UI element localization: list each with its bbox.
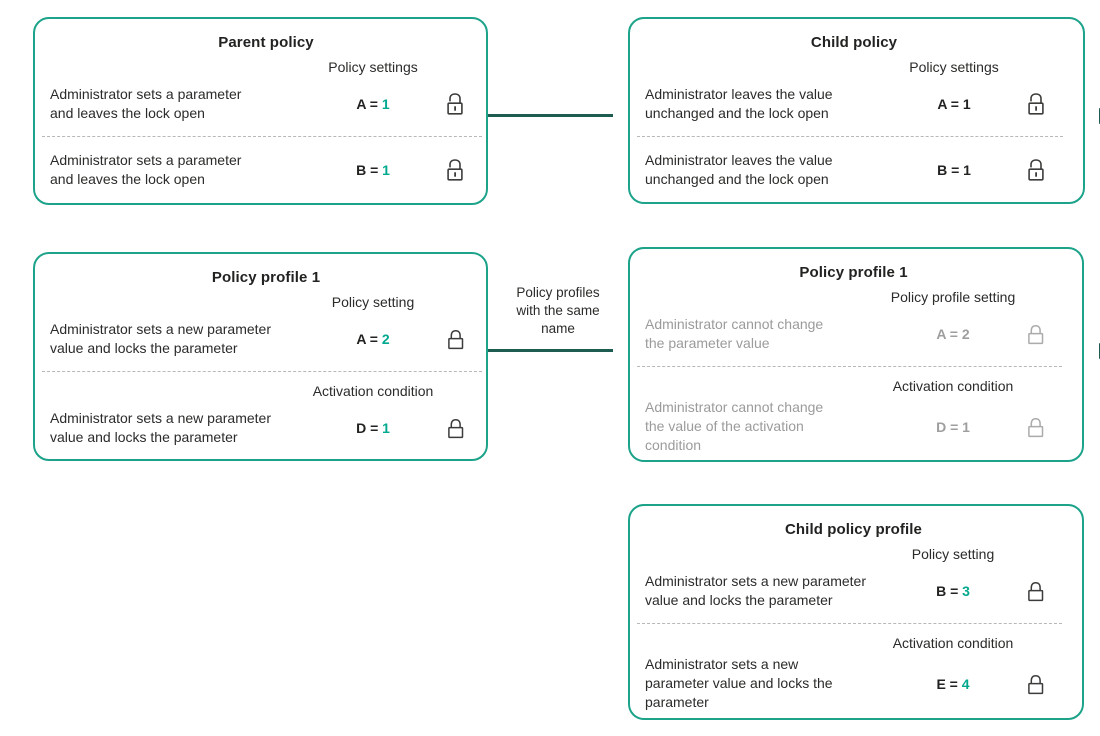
row-description: Administrator sets a new parameter value…	[645, 572, 866, 608]
activation-header: Activation condition	[312, 383, 434, 399]
row-description: Administrator sets a new parameter value…	[50, 409, 271, 445]
parameter-value: D = 1	[356, 419, 390, 436]
activation-header-row: Activation condition	[645, 375, 1062, 397]
policy-row: Administrator sets a parameter and leave…	[50, 145, 482, 194]
activation-header-row: Activation condition	[645, 632, 1062, 654]
policy-profile-1-inherited-box: Policy profile 1 Policy profile setting …	[628, 247, 1084, 462]
open-lock-icon	[1009, 157, 1063, 183]
settings-header-row: Policy profile setting	[645, 286, 1062, 308]
parameter-number: 2	[961, 325, 970, 342]
activation-header: Activation condition	[892, 635, 1014, 651]
row-description: Administrator sets a parameter and leave…	[50, 151, 242, 187]
box-title: Policy profile 1	[211, 269, 321, 286]
open-lock-icon	[428, 91, 482, 117]
settings-header-row: Policy setting	[50, 291, 482, 313]
settings-header-row: Policy settings	[645, 56, 1063, 78]
open-lock-icon	[428, 157, 482, 183]
closed-lock-icon	[428, 416, 482, 440]
closed-lock-icon	[1008, 415, 1062, 439]
dashed-divider	[42, 371, 482, 372]
policy-row: Administrator sets a parameter and leave…	[50, 79, 482, 128]
row-description: Administrator cannot change the value of…	[645, 399, 824, 453]
child-policy-profile-box: Child policy profile Policy setting Admi…	[628, 504, 1084, 720]
settings-header-row: Policy settings	[50, 56, 482, 78]
policy-row: Administrator leaves the value unchanged…	[645, 79, 1063, 128]
policy-profile-1-box: Policy profile 1 Policy setting Administ…	[33, 252, 488, 461]
activation-header-row: Activation condition	[50, 380, 482, 402]
closed-lock-icon	[428, 327, 482, 351]
activation-header: Activation condition	[892, 378, 1014, 394]
parameter-number: 3	[962, 582, 970, 599]
parameter-value: D = 1	[936, 418, 970, 435]
parameter-number: 1	[381, 95, 390, 112]
settings-header: Policy settings	[909, 59, 999, 75]
settings-header: Policy settings	[328, 59, 418, 75]
parameter-value: A = 1	[356, 95, 390, 112]
parameter-value: A = 1	[937, 95, 971, 112]
policy-row: Administrator sets a new parameter value…	[645, 566, 1062, 615]
policy-row: Administrator sets a new parameter value…	[50, 314, 482, 363]
parameter-number: 1	[382, 419, 390, 436]
parameter-value: A = 2	[936, 325, 970, 342]
box-title: Parent policy	[218, 34, 314, 51]
arrow-label: Policy profiles with the same name	[516, 285, 600, 336]
profile-inheritance-arrow	[488, 342, 1100, 359]
parameter-number: 1	[962, 95, 971, 112]
parameter-number: 1	[963, 161, 971, 178]
box-title: Policy profile 1	[799, 264, 908, 281]
row-description: Administrator sets a new parameter value…	[645, 656, 833, 710]
closed-lock-icon	[1008, 579, 1062, 603]
row-description: Administrator leaves the value unchanged…	[645, 85, 833, 121]
parent-policy-box: Parent policy Policy settings Administra…	[33, 17, 488, 205]
parameter-value: E = 4	[936, 675, 970, 692]
row-description: Administrator sets a parameter and leave…	[50, 85, 242, 121]
closed-lock-icon	[1008, 672, 1062, 696]
dashed-divider	[42, 136, 482, 137]
parameter-value: B = 1	[937, 161, 971, 178]
row-description: Administrator sets a new parameter value…	[50, 320, 271, 356]
box-title: Child policy profile	[784, 521, 922, 538]
parameter-number: 2	[381, 330, 390, 347]
settings-header: Policy setting	[331, 294, 415, 310]
parameter-value: B = 1	[356, 161, 390, 178]
row-description: Administrator leaves the value unchanged…	[645, 151, 833, 187]
settings-header: Policy profile setting	[890, 289, 1016, 305]
child-policy-box: Child policy Policy settings Administrat…	[628, 17, 1085, 204]
row-description: Administrator cannot change the paramete…	[645, 315, 824, 351]
parameter-value: A = 2	[356, 330, 390, 347]
policy-row: Administrator cannot change the value of…	[645, 398, 1062, 455]
closed-lock-icon	[1008, 322, 1062, 346]
settings-header-row: Policy setting	[645, 543, 1062, 565]
parameter-number: 1	[962, 418, 970, 435]
settings-header: Policy setting	[911, 546, 995, 562]
dashed-divider	[637, 623, 1062, 624]
policy-row: Administrator sets a new parameter value…	[645, 655, 1062, 712]
policy-row: Administrator sets a new parameter value…	[50, 403, 482, 452]
parameter-number: 1	[382, 161, 390, 178]
parameter-number: 4	[961, 675, 970, 692]
dashed-divider	[637, 366, 1062, 367]
dashed-divider	[637, 136, 1063, 137]
inheritance-arrow	[488, 107, 1100, 124]
open-lock-icon	[1009, 91, 1063, 117]
parameter-value: B = 3	[936, 582, 970, 599]
policy-row: Administrator cannot change the paramete…	[645, 309, 1062, 358]
policy-row: Administrator leaves the value unchanged…	[645, 145, 1063, 194]
box-title: Child policy	[810, 34, 898, 51]
